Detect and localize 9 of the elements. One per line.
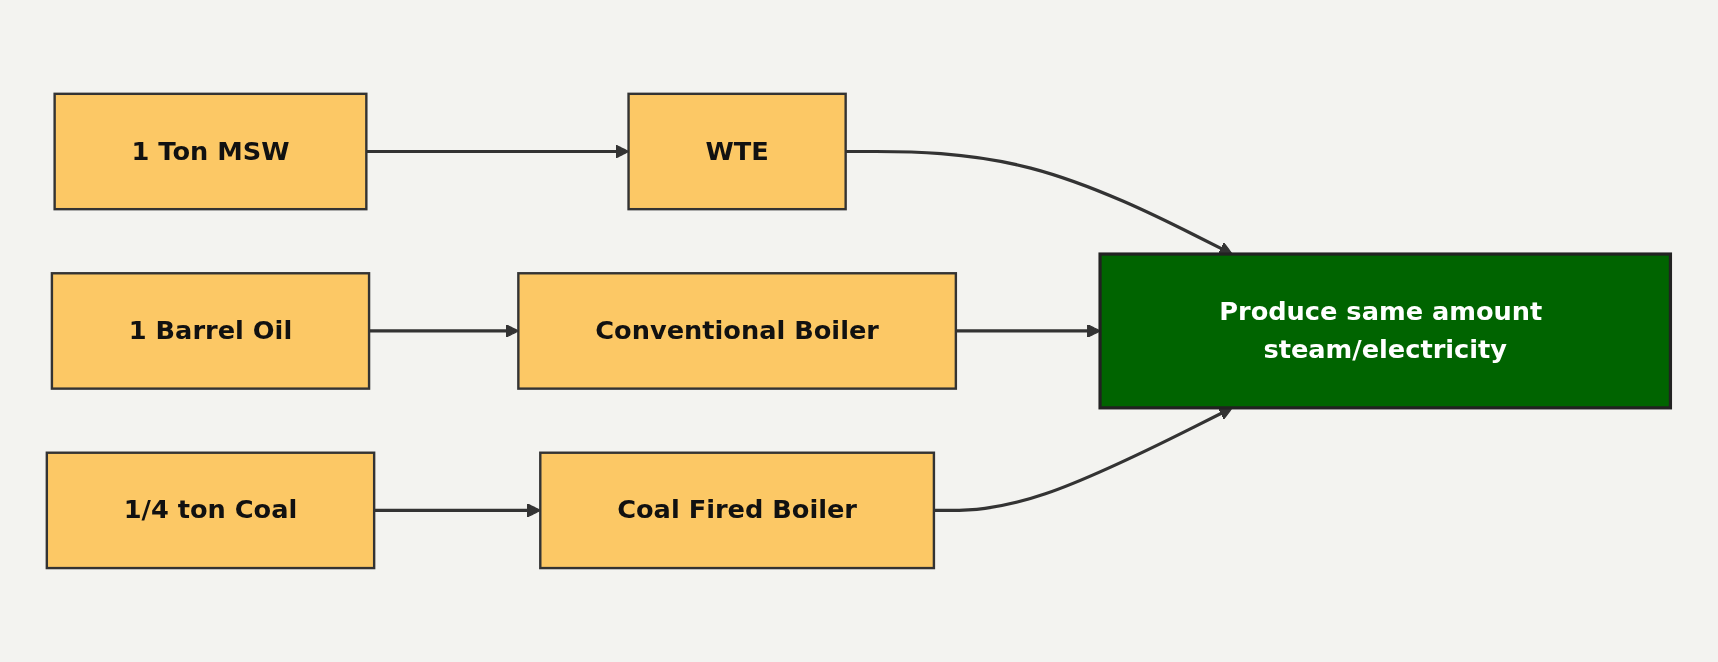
node-box: 1/4 ton Coal	[46, 451, 376, 570]
node-box: Produce same amount steam/electricity	[1098, 252, 1673, 410]
arrow	[846, 149, 1234, 255]
node-box: WTE	[627, 92, 848, 211]
node-box: 1 Barrel Oil	[51, 272, 371, 390]
node-box: Coal Fired Boiler	[539, 451, 936, 570]
node-box: Conventional Boiler	[517, 272, 958, 390]
arrow	[934, 407, 1234, 513]
node-box: 1 Ton MSW	[53, 92, 368, 211]
